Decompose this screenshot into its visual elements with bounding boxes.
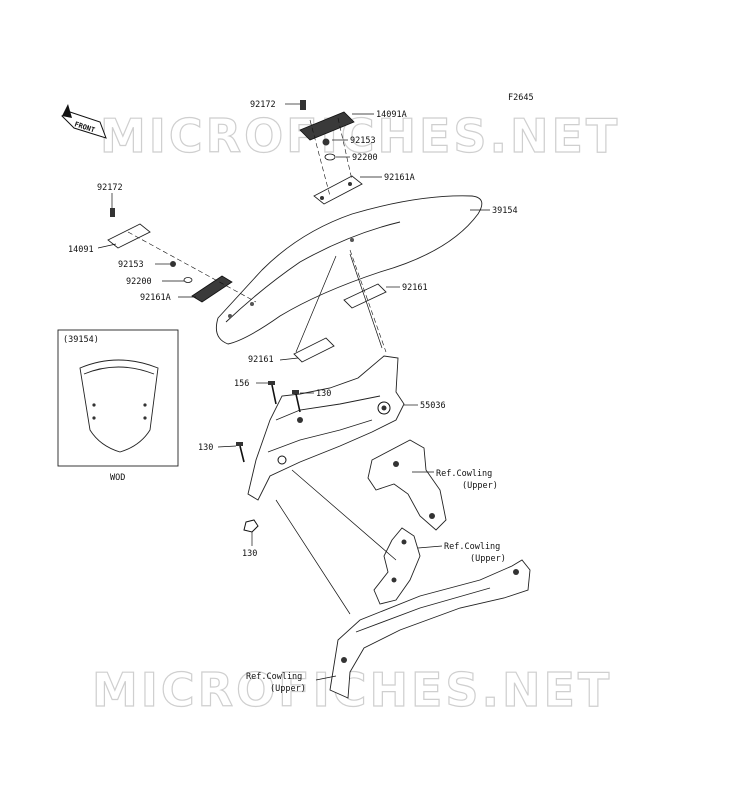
label-39154: 39154 bbox=[492, 206, 518, 216]
bracket-55036 bbox=[247, 355, 418, 501]
label-92161A-left: 92161A bbox=[140, 293, 171, 303]
inset-windshield-shape bbox=[79, 359, 159, 453]
inset-caption: WOD bbox=[110, 473, 125, 483]
label-ref-cowling-1: Ref.Cowling bbox=[436, 469, 492, 479]
bolt-92153-left bbox=[155, 261, 176, 267]
label-92200-top: 92200 bbox=[352, 153, 378, 163]
label-55036: 55036 bbox=[420, 401, 446, 411]
label-14091: 14091 bbox=[68, 245, 94, 255]
watermark-bottom: MICROFICHES.NET bbox=[92, 663, 612, 717]
cover-14091 bbox=[97, 223, 151, 249]
label-ref-cowling-3: Ref.Cowling bbox=[246, 672, 302, 682]
inset-windshield-edge bbox=[83, 366, 155, 375]
label-ref-cowling-1-sub: (Upper) bbox=[462, 481, 498, 491]
label-130-lower: 130 bbox=[242, 549, 257, 559]
bracket-92161A-left bbox=[178, 275, 233, 303]
ref-cowling-bracket-2 bbox=[373, 527, 443, 605]
label-130-left: 130 bbox=[198, 443, 213, 453]
label-156: 156 bbox=[234, 379, 249, 389]
bracket-92161-lower bbox=[279, 337, 335, 363]
nut-130-lower bbox=[243, 519, 259, 546]
washer-92200-top bbox=[324, 153, 350, 161]
inset-hole bbox=[143, 403, 147, 407]
bolt-130-upper bbox=[292, 390, 314, 413]
label-ref-cowling-2: Ref.Cowling bbox=[444, 542, 500, 552]
windshield-part bbox=[215, 195, 483, 345]
label-ref-cowling-2-sub: (Upper) bbox=[470, 554, 506, 564]
inset-box: (39154) WOD bbox=[57, 329, 179, 483]
ref-cowling-bracket-1 bbox=[367, 439, 447, 531]
ref-cowling-frame bbox=[315, 559, 531, 699]
bolt-156 bbox=[256, 381, 277, 405]
figure-code: F2645 bbox=[508, 93, 534, 103]
label-ref-cowling-3-sub: (Upper) bbox=[270, 684, 306, 694]
label-92172-top: 92172 bbox=[250, 100, 276, 110]
inset-hole bbox=[92, 416, 96, 420]
screw-92172-left bbox=[110, 208, 115, 217]
inset-hole bbox=[143, 416, 147, 420]
inset-hole bbox=[92, 403, 96, 407]
label-92153-left: 92153 bbox=[118, 260, 144, 270]
front-arrow-icon: FRONT bbox=[61, 104, 107, 139]
label-92161A-top: 92161A bbox=[384, 173, 415, 183]
bracket-92161-right bbox=[343, 283, 400, 309]
label-92161-lower: 92161 bbox=[248, 355, 274, 365]
label-92200-left: 92200 bbox=[126, 277, 152, 287]
label-92161-right: 92161 bbox=[402, 283, 428, 293]
inset-title: (39154) bbox=[63, 335, 99, 345]
watermark-top: MICROFICHES.NET bbox=[100, 109, 620, 163]
label-130-upper: 130 bbox=[316, 389, 331, 399]
cover-14091A bbox=[299, 111, 374, 141]
label-14091A: 14091A bbox=[376, 110, 407, 120]
bolt-130-left bbox=[217, 442, 245, 463]
screw-92172-top bbox=[285, 100, 306, 110]
label-92172-left: 92172 bbox=[97, 183, 123, 193]
label-92153-top: 92153 bbox=[350, 136, 376, 146]
washer-92200-left bbox=[162, 277, 193, 283]
bolt-92153-top bbox=[322, 138, 348, 146]
bracket-92161A-top bbox=[313, 175, 382, 205]
